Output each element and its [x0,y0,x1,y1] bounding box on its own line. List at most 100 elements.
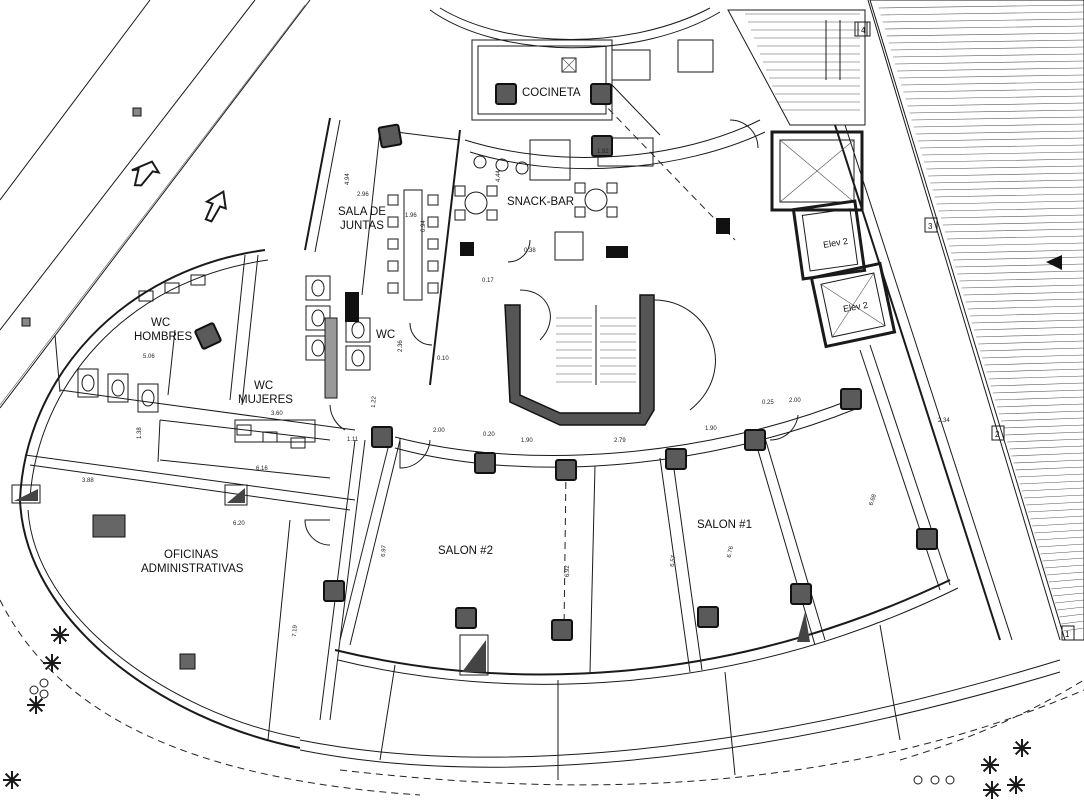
north-arrow-icon [1046,255,1062,270]
dim-sala-h: 4.94 [345,173,351,185]
roof-hatch-line [884,25,1084,30]
dim-misc-2: 1.11 [347,437,359,443]
roof-hatch-line [919,144,1084,149]
roof-hatch [867,0,1084,641]
label-cocineta: COCINETA [522,87,581,99]
dim-salon1-d2: 6.57 [670,554,678,567]
column-icon [179,653,196,670]
dim-misc-5: 0.10 [437,356,449,362]
roof-hatch-line [959,277,1084,282]
roof-hatch-line [996,403,1084,408]
shrub-icon [930,775,940,785]
roof-hatch-line [984,361,1084,366]
roof-hatch-line [971,319,1084,324]
shrub-icon [29,685,39,695]
column-icon [697,606,719,628]
dim-cocina-w: 1.92 [597,149,609,155]
column-icon [790,583,812,605]
roof-hatch-line [878,4,1084,9]
street-area [0,0,311,409]
cocineta-area [471,39,736,241]
roof-hatch-line [1023,494,1084,499]
roof-hatch-line [915,130,1084,135]
roof-hatch-line [976,333,1084,338]
roof-hatch-line [886,32,1084,37]
roof-hatch-line [1005,431,1084,436]
table-icon [92,514,126,538]
roof-hatch-line [1034,529,1084,534]
shrub-icon [39,678,49,688]
roof-hatch-line [924,158,1084,163]
column-icon [474,452,496,474]
roof-hatch-line [967,305,1084,310]
roof-hatch-line [1046,571,1084,576]
stair-core [504,289,716,426]
roof-hatch-line [1061,620,1084,625]
chair-icon [427,282,439,294]
roof-hatch-line [944,228,1084,233]
roof-hatch-line [988,375,1084,380]
column-icon [551,619,573,641]
dim-ofi-len: 3.88 [82,478,94,484]
label-sala-de: SALA DE [338,206,386,218]
chair-icon [387,194,399,206]
chair-icon [427,194,439,206]
label-salon-2: SALON #2 [438,545,493,557]
chair-icon [387,238,399,250]
column-icon [455,607,477,629]
roof-hatch-line [1011,452,1084,457]
shrub-icon [913,775,923,785]
label-mujeres: MUJERES [238,394,293,406]
sink-icon [290,437,306,449]
column-icon [840,388,862,410]
column-icon [323,580,345,602]
chair-icon [387,216,399,228]
stool-icon [495,158,509,172]
roof-hatch-line [936,200,1084,205]
axis-label-2: 2 [995,430,1000,439]
roof-hatch-line [1027,508,1084,513]
chair-icon [387,282,399,294]
dim-misc-6: 1.96 [405,213,417,219]
chair-icon [486,185,498,197]
roof-hatch-line [1017,473,1084,478]
roof-hatch-line [951,249,1084,254]
roof-hatch-line [963,291,1084,296]
roof-hatch-line [1032,522,1084,527]
roof-hatch-line [965,298,1084,303]
column-icon [591,135,613,157]
roof-hatch-line [994,396,1084,401]
table-icon [464,191,488,215]
stool-icon [473,155,487,169]
roof-hatch-line [932,186,1084,191]
roof-hatch-line [990,382,1084,387]
label-administrativas: ADMINISTRATIVAS [141,563,244,575]
roof-hatch-line [917,137,1084,142]
roof-hatch-line [892,53,1084,58]
roof-hatch-line [961,284,1084,289]
roof-hatch-line [942,221,1084,226]
sink-icon [138,290,154,302]
dim-wc-m: 3.60 [271,411,283,417]
stair-marker-icon [227,488,245,503]
axis-label-3: 3 [928,222,933,231]
roof-hatch-line [940,214,1084,219]
column-icon [495,83,517,105]
roof-hatch-line [1019,480,1084,485]
dim-bay-4: 1.90 [705,426,717,432]
chair-icon [574,182,586,194]
palm-icon [1013,739,1031,757]
axis-label-4: 4 [861,26,866,35]
roof-hatch-line [953,256,1084,261]
shrub-icon [39,689,49,699]
dimension-annotations: 2.00 1.90 2.79 1.90 2.00 0.20 0.25 2.96 … [82,149,950,637]
sala-juntas [361,129,461,301]
column-icon [665,448,687,470]
roof-hatch-line [1030,515,1084,520]
column-icon [590,83,612,105]
dim-ofi-w: 6.20 [233,521,245,527]
dim-bay-5: 2.00 [789,398,801,404]
roof-hatch-line [1003,424,1084,429]
palm-icon [27,696,45,714]
palm-icon [43,654,61,672]
